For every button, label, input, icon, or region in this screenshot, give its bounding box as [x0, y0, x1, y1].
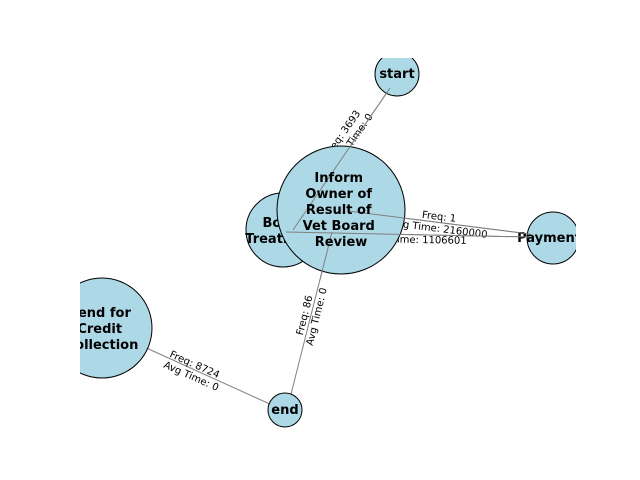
node-end: end — [267, 392, 303, 428]
node-send-credit-circle — [80, 277, 153, 379]
node-inform-owner-circle — [276, 145, 406, 275]
node-payment-label: Payment — [517, 231, 581, 246]
node-inform-owner-label: Inform Owner of Result of Vet Board Revi… — [303, 171, 380, 250]
node-payment-circle — [526, 211, 576, 265]
edge-label-send-credit-to-end: Freq: 8724 Avg Time: 0 — [162, 349, 225, 394]
node-inform-owner: Inform Owner of Result of Vet Board Revi… — [276, 87, 531, 281]
edge-send-credit-to-end — [141, 345, 273, 406]
edge-label-book-to-end: Freq: 86 Avg Time: 0 — [293, 284, 330, 347]
node-end-circle — [267, 392, 303, 428]
node-start: start — [374, 58, 420, 97]
node-payment: Payment — [517, 211, 581, 265]
node-start-label: start — [379, 67, 414, 82]
edge-overlay-book-to-payment — [285, 231, 531, 238]
edge-overlay-start-to-book — [292, 87, 391, 231]
node-start-circle — [374, 58, 420, 97]
node-send-for-credit-collection: Send for Credit Collection — [66, 277, 153, 379]
edge-overlay-book-to-end — [319, 231, 333, 281]
edge-overlay-inform-to-payment — [347, 210, 531, 235]
node-end-label: end — [271, 403, 298, 418]
node-send-credit-label: Send for Credit Collection — [66, 306, 139, 353]
